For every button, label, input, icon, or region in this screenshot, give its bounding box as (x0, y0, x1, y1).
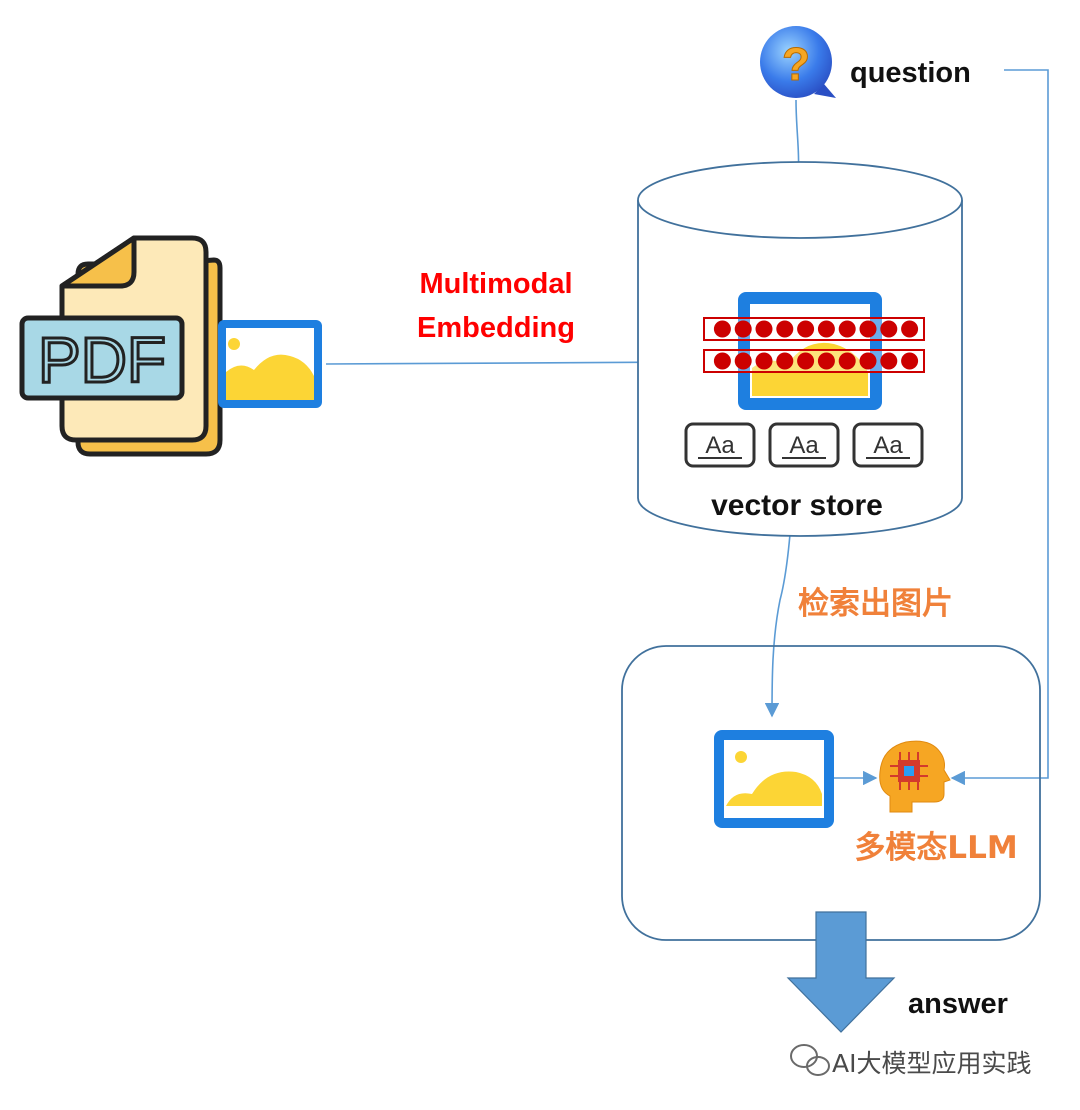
text-chip-icon: Aa (852, 422, 924, 468)
text-chip-label: Aa (789, 432, 819, 459)
embedding-dot (713, 352, 731, 370)
embedding-label-line1: Multimodal (419, 268, 572, 300)
embedding-vectors (703, 317, 925, 373)
embedding-dot (734, 352, 752, 370)
embedding-dot (797, 352, 815, 370)
text-chip-icon: Aa (768, 422, 840, 468)
question-to-llm-arrow (950, 69, 1049, 786)
embedding-dot (901, 352, 919, 370)
embedding-dot (901, 320, 919, 338)
wechat-icon (790, 1044, 830, 1076)
ai-head-icon (879, 740, 951, 813)
text-chip-label: Aa (705, 432, 735, 459)
embedding-dot (776, 320, 794, 338)
question-label: question (850, 57, 971, 89)
text-chips: Aa Aa Aa (684, 422, 924, 468)
embedding-vector-row (703, 349, 925, 373)
watermark: AI大模型应用实践 (790, 1044, 1031, 1078)
embedding-dot (859, 320, 877, 338)
embedding-dot (713, 320, 731, 338)
embedding-dot (797, 320, 815, 338)
embedding-dot (838, 320, 856, 338)
question-mark: ? (782, 38, 810, 90)
embedding-vector-row (703, 317, 925, 341)
pdf-label: PDF (38, 324, 166, 396)
embedding-dot (880, 352, 898, 370)
embedding-dot (859, 352, 877, 370)
embedding-dot (755, 352, 773, 370)
embedding-dot (838, 352, 856, 370)
embedding-dot (734, 320, 752, 338)
vector-store-label: vector store (711, 489, 883, 522)
image-icon (218, 320, 322, 408)
watermark-text: AI大模型应用实践 (832, 1049, 1031, 1078)
embedding-dot (817, 352, 835, 370)
answer-arrow (786, 911, 896, 1033)
question-bubble-icon: ? (760, 26, 836, 98)
text-chip-label: Aa (873, 432, 903, 459)
embedding-label-line2: Embedding (417, 312, 575, 344)
text-chip-icon: Aa (684, 422, 756, 468)
answer-label: answer (908, 988, 1008, 1020)
embedding-dot (776, 352, 794, 370)
embedding-dot (880, 320, 898, 338)
pdf-file-icon: PDF (19, 235, 223, 457)
llm-label: 多模态LLM (854, 830, 1017, 866)
retrieve-label: 检索出图片 (798, 586, 953, 622)
embedding-dot (817, 320, 835, 338)
retrieved-image-icon (714, 730, 834, 828)
embedding-dot (755, 320, 773, 338)
